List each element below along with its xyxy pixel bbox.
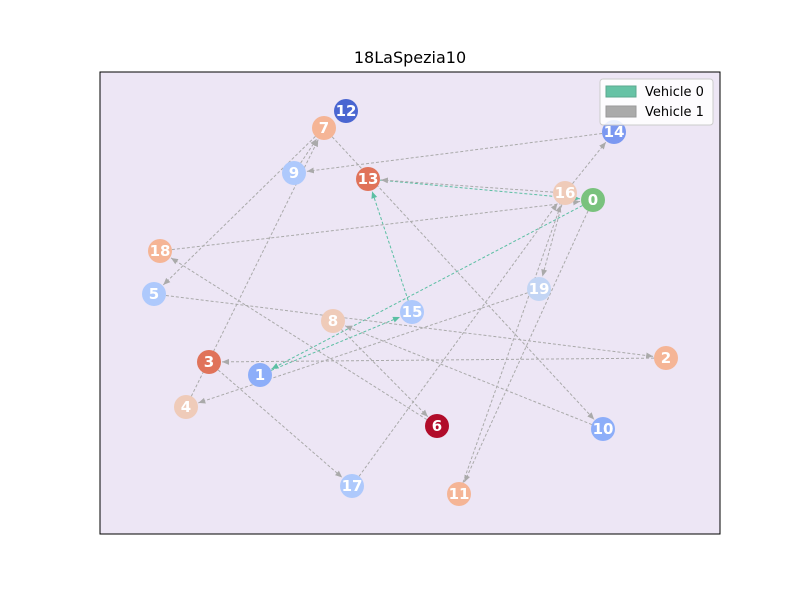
node-label-0: 0 [588, 191, 598, 209]
node-10: 10 [591, 417, 615, 441]
node-circle-19 [527, 277, 551, 301]
node-16: 16 [553, 181, 577, 205]
node-label-7: 7 [319, 119, 329, 137]
route-edge-v1-3-17 [217, 369, 343, 478]
node-3: 3 [197, 350, 221, 374]
node-label-16: 16 [555, 184, 576, 202]
node-circle-15 [400, 300, 424, 324]
route-edge-v1-10-8 [344, 325, 593, 426]
route-edge-v1-2-3 [221, 357, 655, 365]
node-15: 15 [400, 300, 424, 324]
node-label-17: 17 [342, 477, 363, 495]
node-label-1: 1 [255, 366, 265, 384]
legend-swatch-vehicle-1 [605, 105, 637, 118]
node-circle-11 [447, 482, 471, 506]
route-edge-v1-5-2 [165, 294, 654, 359]
node-4: 4 [174, 395, 198, 419]
node-circle-8 [321, 309, 345, 333]
node-label-2: 2 [661, 349, 671, 367]
node-circle-16 [553, 181, 577, 205]
node-circle-13 [356, 167, 380, 191]
node-circle-0 [581, 188, 605, 212]
node-13: 13 [356, 167, 380, 191]
node-2: 2 [654, 346, 678, 370]
node-label-10: 10 [593, 420, 614, 438]
node-label-12: 12 [336, 102, 357, 120]
node-label-15: 15 [402, 303, 423, 321]
node-6: 6 [425, 414, 449, 438]
node-17: 17 [340, 474, 364, 498]
node-circle-12 [334, 99, 358, 123]
node-label-14: 14 [604, 123, 625, 141]
node-12: 12 [334, 99, 358, 123]
node-label-8: 8 [328, 312, 338, 330]
route-edge-v1-7-5 [162, 136, 316, 286]
route-edge-v0-1-15 [270, 316, 401, 371]
node-circle-6 [425, 414, 449, 438]
route-edge-v1-7-10 [331, 136, 595, 420]
node-1: 1 [248, 363, 272, 387]
route-edge-v1-16-14 [572, 141, 607, 184]
node-19: 19 [527, 277, 551, 301]
legend-label-vehicle-0: Vehicle 0 [645, 85, 704, 100]
node-label-13: 13 [358, 170, 379, 188]
node-8: 8 [321, 309, 345, 333]
route-edge-v1-6-18 [170, 257, 428, 421]
node-circle-5 [142, 282, 166, 306]
node-circle-7 [312, 116, 336, 140]
route-edges [162, 133, 655, 483]
legend-swatch-vehicle-0 [605, 85, 637, 98]
legend-label-vehicle-1: Vehicle 1 [645, 105, 704, 120]
node-circle-18 [148, 239, 172, 263]
node-label-3: 3 [204, 353, 214, 371]
diagram-title: 18LaSpezia10 [354, 48, 466, 67]
node-11: 11 [447, 482, 471, 506]
node-5: 5 [142, 282, 166, 306]
route-edge-v0-15-13 [371, 191, 409, 301]
route-edge-v0-13-0 [379, 179, 581, 202]
node-label-4: 4 [181, 398, 191, 416]
node-0: 0 [581, 188, 605, 212]
node-label-6: 6 [432, 417, 442, 435]
node-18: 18 [148, 239, 172, 263]
node-label-19: 19 [529, 280, 550, 298]
node-circle-17 [340, 474, 364, 498]
node-circle-1 [248, 363, 272, 387]
node-label-5: 5 [149, 285, 159, 303]
node-label-11: 11 [449, 485, 470, 503]
route-edge-v1-17-16 [358, 203, 558, 477]
route-edge-v0-0-1 [271, 205, 583, 370]
legend: Vehicle 0 Vehicle 1 [599, 78, 714, 126]
route-edge-v1-19-4 [198, 292, 528, 404]
node-circle-2 [654, 346, 678, 370]
node-circle-4 [174, 395, 198, 419]
node-circle-9 [282, 161, 306, 185]
node-circle-14 [602, 120, 626, 144]
node-14: 14 [602, 120, 626, 144]
node-label-18: 18 [150, 242, 171, 260]
route-edge-v1-16-13 [380, 177, 554, 193]
route-edge-v1-16-19 [541, 204, 563, 277]
node-circle-10 [591, 417, 615, 441]
node-7: 7 [312, 116, 336, 140]
node-9: 9 [282, 161, 306, 185]
route-edge-v1-18-0 [171, 199, 581, 251]
node-circle-3 [197, 350, 221, 374]
node-label-9: 9 [289, 164, 299, 182]
route-edge-v1-11-16 [462, 205, 562, 483]
